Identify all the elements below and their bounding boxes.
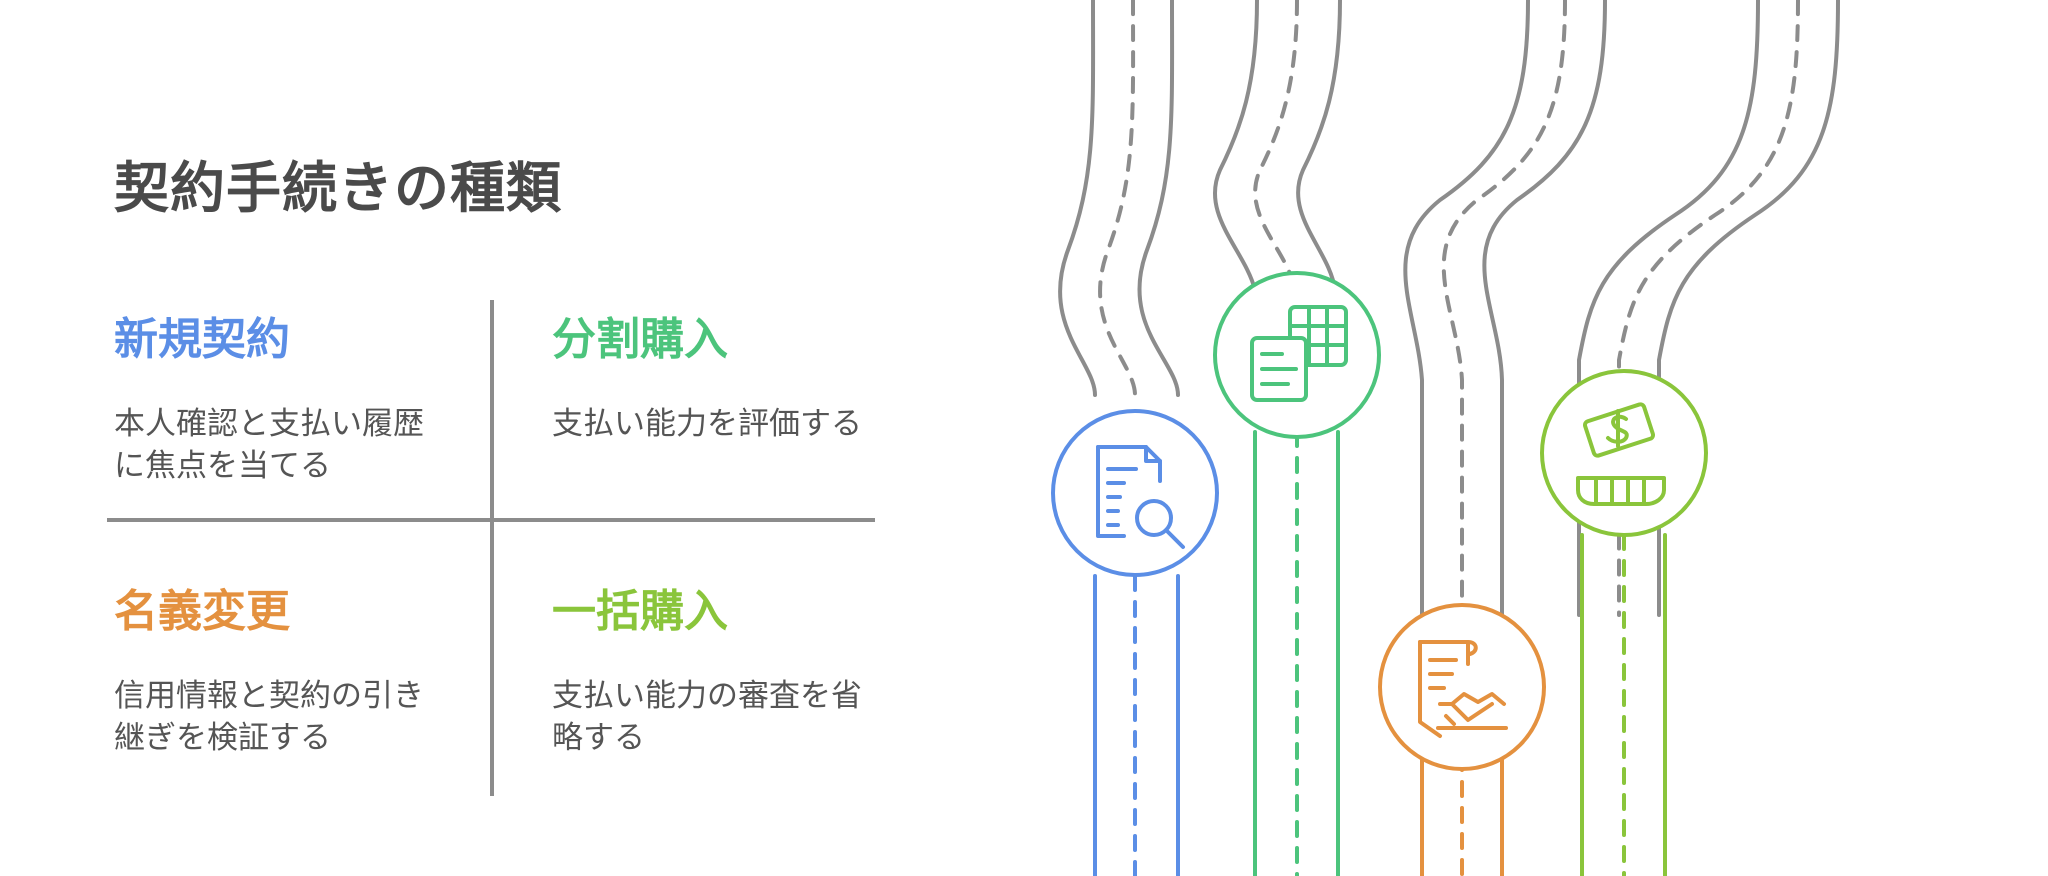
- quadrant-description: 支払い能力の審査を省略する: [552, 678, 862, 756]
- road-installment-purchase: [1213, 0, 1381, 876]
- quadrant-description: 本人確認と支払い履歴に焦点を当てる: [114, 406, 424, 484]
- quadrant-lump-sum-purchase: 一括購入 支払い能力の審査を省略する: [552, 575, 892, 759]
- quadrant-installment-purchase: 分割購入 支払い能力を評価する: [552, 303, 892, 445]
- page-title: 契約手続きの種類: [114, 156, 563, 220]
- quadrant-title: 分割購入: [552, 314, 728, 365]
- quadrant-title: 新規契約: [114, 314, 290, 365]
- quadrant-description: 支払い能力を評価する: [552, 406, 862, 442]
- quadrant-title: 名義変更: [114, 586, 290, 637]
- document-search-icon: [1051, 409, 1219, 577]
- quadrant-description: 信用情報と契約の引き継ぎを検証する: [114, 678, 424, 756]
- quadrant-divider-horizontal: [107, 518, 875, 522]
- quadrant-name-change: 名義変更 信用情報と契約の引き継ぎを検証する: [114, 575, 454, 759]
- road-lump-sum-purchase: [1540, 0, 1840, 876]
- road-name-change: [1378, 0, 1607, 876]
- quadrant-title: 一括購入: [552, 586, 728, 637]
- quadrant-divider-vertical: [490, 300, 494, 796]
- quadrant-new-contract: 新規契約 本人確認と支払い履歴に焦点を当てる: [114, 303, 454, 487]
- roads-illustration: [1051, 0, 1840, 876]
- road-new-contract: [1051, 0, 1219, 876]
- contract-handshake-icon: [1378, 603, 1546, 771]
- money-payment-icon: [1540, 369, 1708, 537]
